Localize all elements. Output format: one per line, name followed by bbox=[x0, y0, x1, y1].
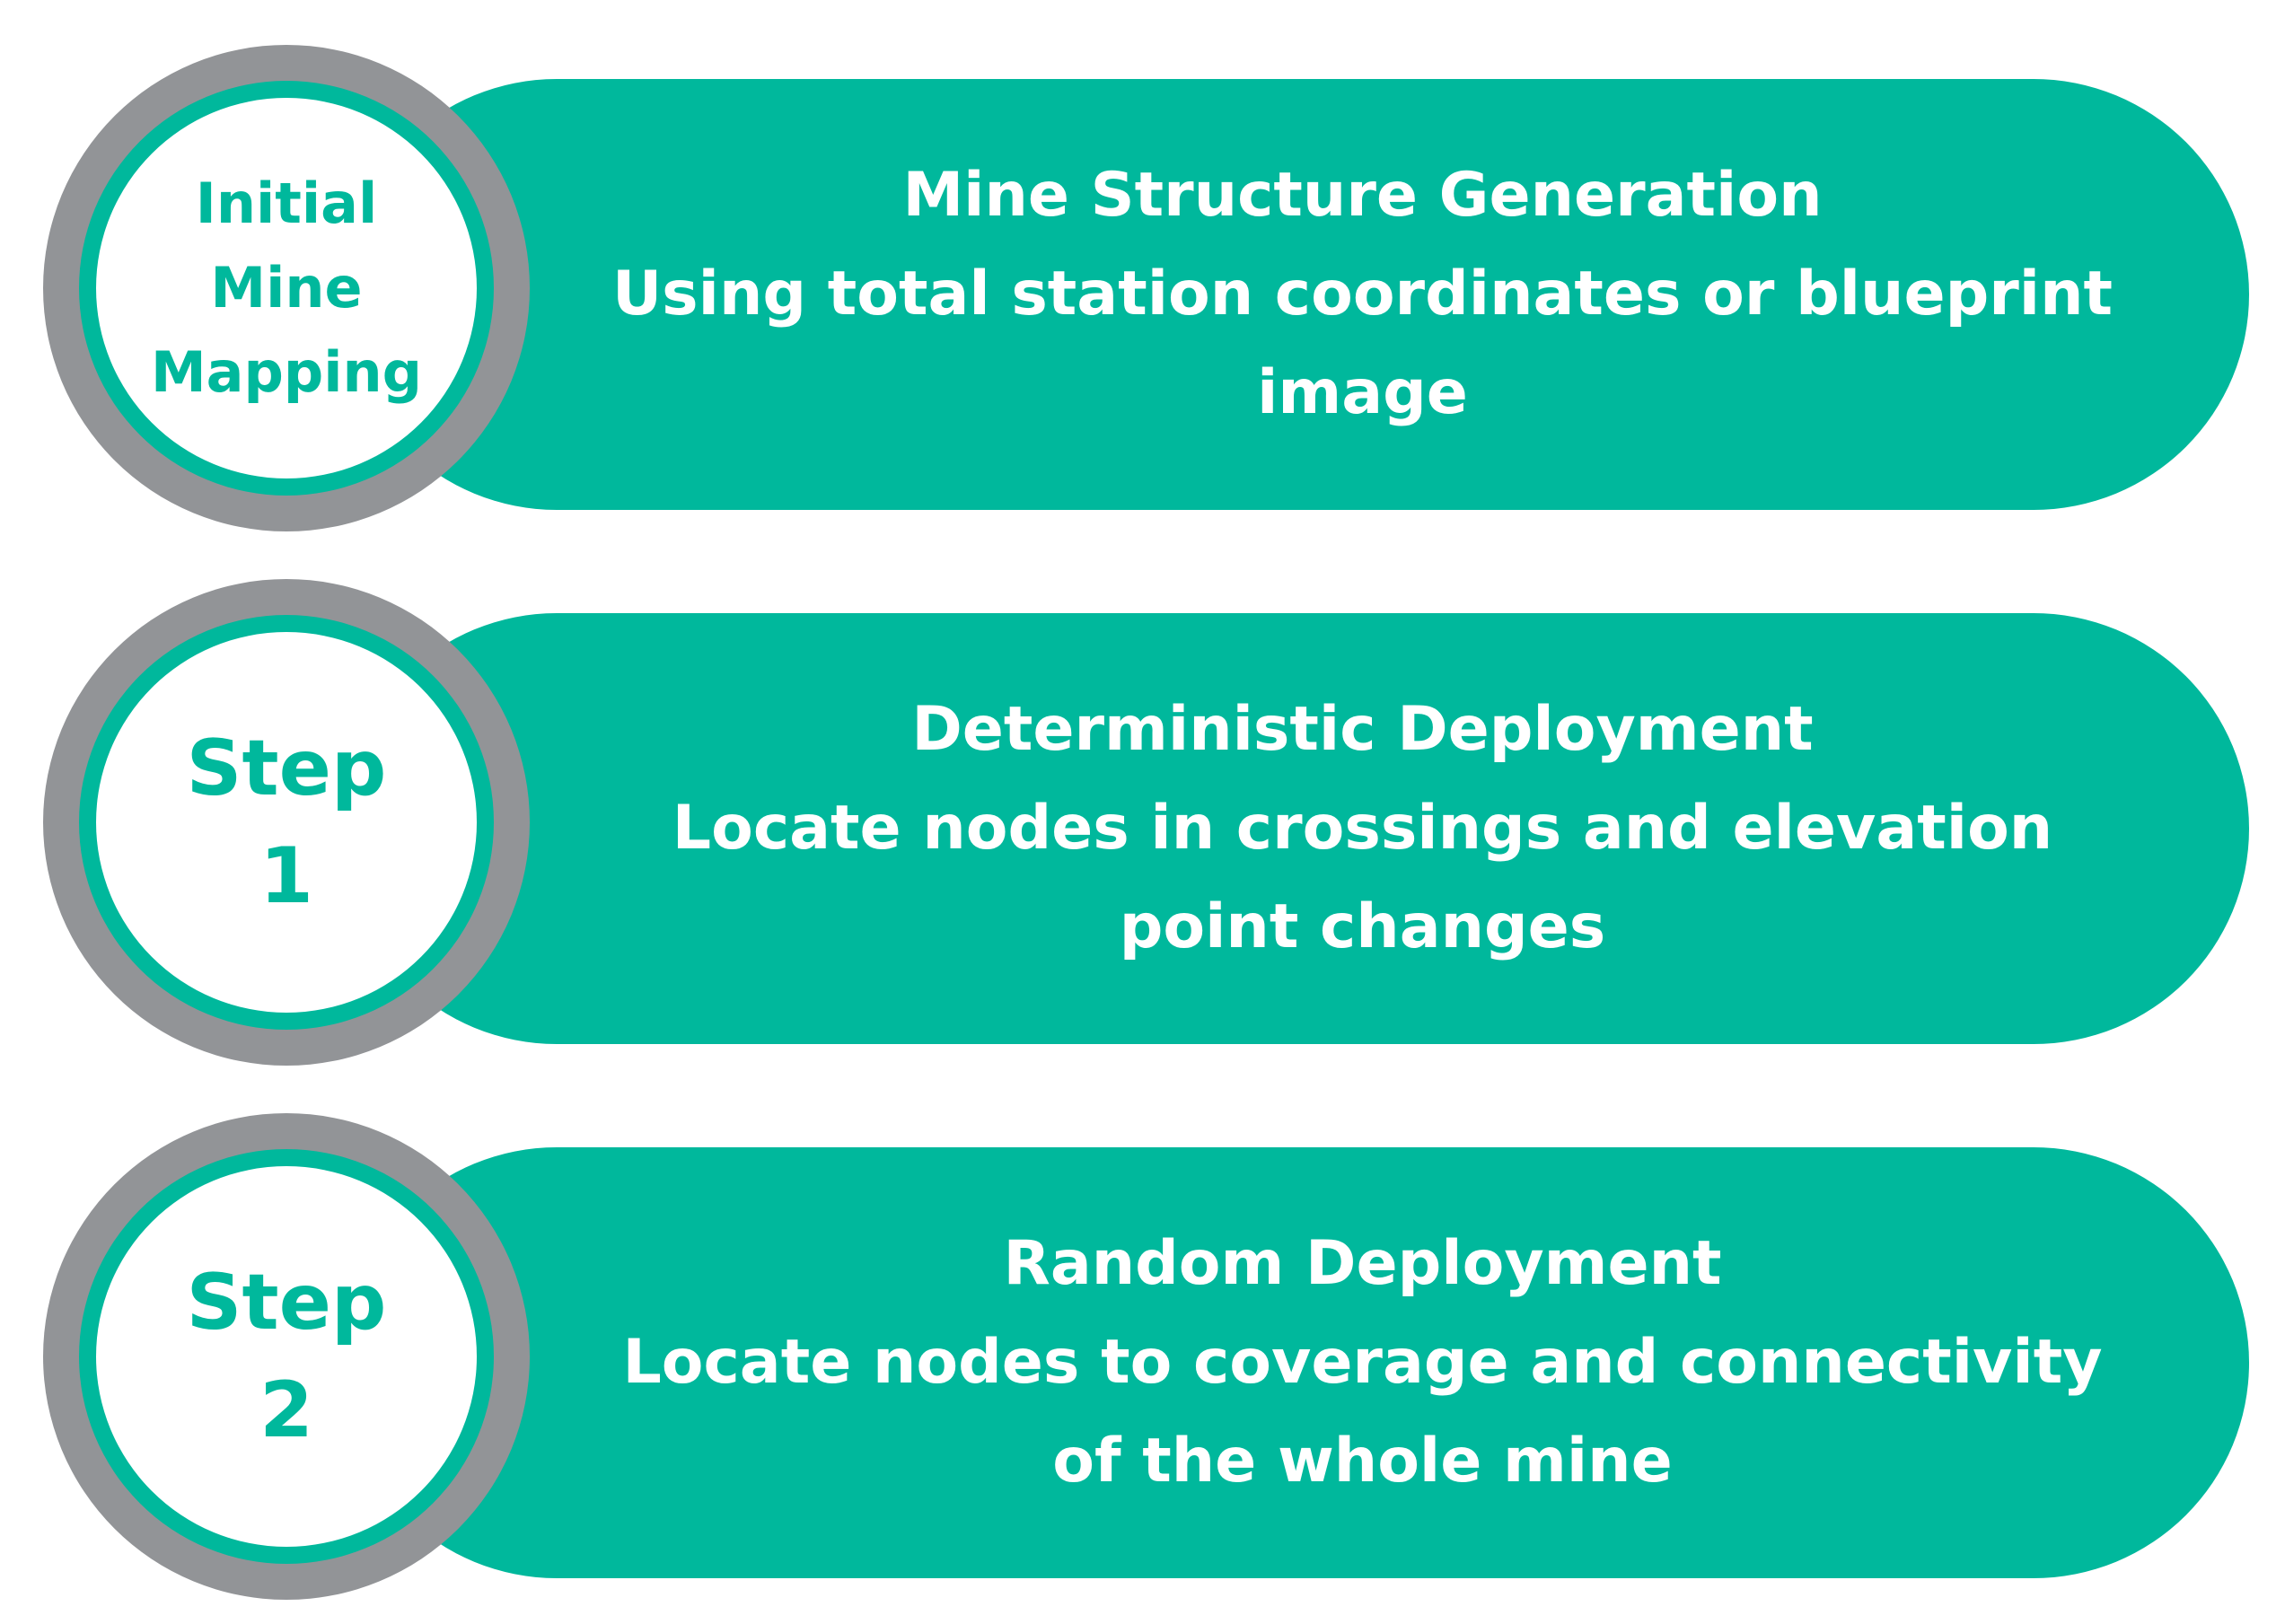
badge-label-line: 2 bbox=[259, 1365, 313, 1455]
stage-banner bbox=[341, 79, 2249, 510]
stage-step-2: Random Deployment Locate nodes to covera… bbox=[0, 1113, 2285, 1616]
stage-badge: Step 1 bbox=[96, 632, 477, 1013]
badge-label-line: Step bbox=[186, 724, 387, 813]
stage-text: Mine Structure Generation Using total st… bbox=[611, 79, 2114, 510]
stage-step-1: Deterministic Deployment Locate nodes in… bbox=[0, 579, 2285, 1082]
stage-banner bbox=[341, 613, 2249, 1044]
stage-description-line: image bbox=[1257, 357, 1468, 428]
stage-title: Mine Structure Generation bbox=[902, 160, 1823, 231]
stage-banner bbox=[341, 1147, 2249, 1578]
stage-description-line: Locate nodes to coverage and connectivit… bbox=[622, 1327, 2103, 1398]
stage-badge: Step 2 bbox=[96, 1166, 477, 1547]
badge-label-line: Step bbox=[186, 1258, 387, 1347]
badge-label-line: Mine bbox=[210, 255, 363, 320]
stage-description-line: of the whole mine bbox=[1052, 1426, 1673, 1497]
stage-initial-mine-mapping: Mine Structure Generation Using total st… bbox=[0, 45, 2285, 548]
stage-title: Deterministic Deployment bbox=[911, 694, 1814, 765]
badge-label-line: Initial bbox=[195, 171, 378, 236]
badge-label-line: Mapping bbox=[150, 339, 423, 405]
stage-description-line: Using total station coordinates or bluep… bbox=[611, 259, 2114, 329]
stage-title: Random Deployment bbox=[1003, 1228, 1722, 1299]
stage-badge: Initial Mine Mapping bbox=[96, 98, 477, 478]
stage-description-line: Locate nodes in crossings and elevation bbox=[672, 793, 2053, 864]
badge-label-line: 1 bbox=[259, 831, 313, 921]
stage-text: Random Deployment Locate nodes to covera… bbox=[611, 1147, 2114, 1578]
stage-description-line: point changes bbox=[1119, 891, 1606, 962]
stage-text: Deterministic Deployment Locate nodes in… bbox=[611, 613, 2114, 1044]
